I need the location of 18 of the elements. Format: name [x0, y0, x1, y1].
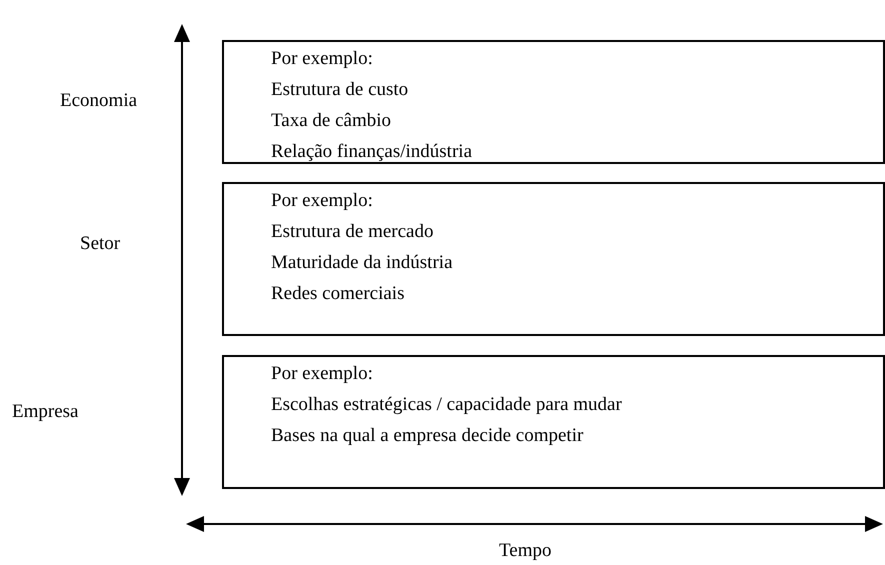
- heading: Por exemplo:: [271, 48, 373, 70]
- level-label: Empresa: [12, 401, 78, 423]
- heading: Por exemplo:: [271, 190, 373, 212]
- example-item: Escolhas estratégicas / capacidade para mudar: [271, 394, 622, 416]
- example-box: [222, 40, 885, 164]
- example-item: Maturidade da indústria: [271, 252, 453, 274]
- example-box: [222, 182, 885, 336]
- example-item: Redes comerciais: [271, 283, 404, 305]
- example-item: Estrutura de custo: [271, 79, 408, 101]
- example-item: Estrutura de mercado: [271, 221, 434, 243]
- example-box: [222, 355, 885, 489]
- example-item: Bases na qual a empresa decide competir: [271, 425, 584, 447]
- heading: Por exemplo:: [271, 363, 373, 385]
- example-item: Taxa de câmbio: [271, 110, 392, 132]
- axis-label: Tempo: [499, 540, 552, 562]
- level-label: Setor: [80, 233, 120, 255]
- example-item: Relação finanças/indústria: [271, 141, 472, 163]
- level-label: Economia: [60, 90, 138, 112]
